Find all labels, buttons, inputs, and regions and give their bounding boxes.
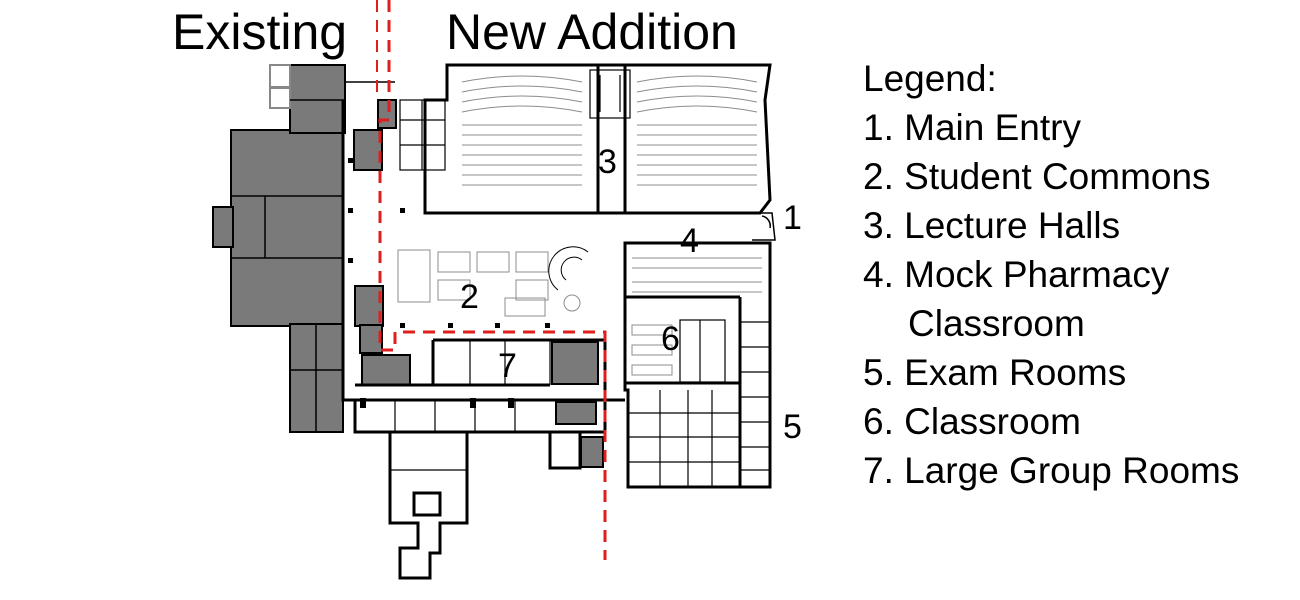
main-entry-vestibule [752, 212, 776, 241]
interior-walls [390, 69, 726, 471]
legend-title: Legend: [863, 58, 997, 99]
pharmacy-furniture [631, 257, 762, 376]
new-addition-heading: New Addition [446, 4, 738, 60]
legend-item-classroom: 6. Classroom [863, 401, 1081, 442]
marker-lecture-halls: 3 [598, 143, 617, 181]
legend-item-large-group-rooms: 7. Large Group Rooms [863, 450, 1240, 491]
legend-item-mock-pharmacy: 4. Mock Pharmacy [863, 254, 1170, 295]
marker-large-group-rooms: 7 [498, 347, 517, 385]
marker-exam-rooms: 5 [783, 408, 802, 446]
existing-building [212, 64, 604, 468]
boundary-line [376, 0, 607, 560]
legend-item-main-entry: 1. Main Entry [863, 107, 1081, 148]
building-walls [341, 63, 772, 580]
existing-walls [231, 81, 395, 432]
legend-item-student-commons: 2. Student Commons [863, 156, 1211, 197]
marker-mock-pharmacy: 4 [680, 222, 699, 260]
legend: Legend: 1. Main Entry 2. Student Commons… [863, 54, 1239, 495]
exam-room-grid [628, 321, 770, 487]
legend-item-lecture-halls: 3. Lecture Halls [863, 205, 1121, 246]
columns [348, 158, 550, 408]
marker-main-entry: 1 [783, 199, 802, 237]
floor-plan: 1 2 3 4 5 6 7 [212, 0, 802, 580]
legend-item-mock-pharmacy-line2: Classroom [908, 303, 1085, 344]
legend-item-exam-rooms: 5. Exam Rooms [863, 352, 1127, 393]
marker-classroom: 6 [661, 320, 680, 358]
lecture-hall-seating [461, 75, 758, 186]
marker-student-commons: 2 [460, 278, 479, 316]
existing-heading: Existing [172, 4, 348, 60]
commons-furniture [397, 246, 589, 317]
